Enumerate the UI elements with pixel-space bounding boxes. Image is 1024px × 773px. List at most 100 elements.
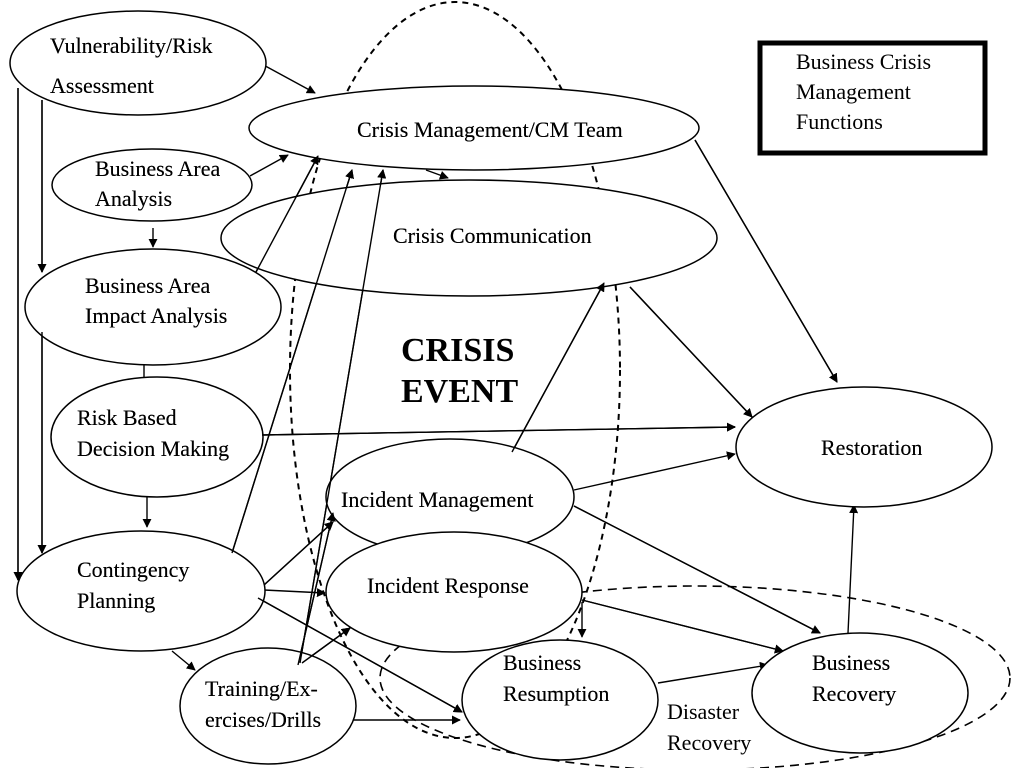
- node-crisis-communication: Crisis Communication: [220, 179, 718, 297]
- node-vulnerability-label-line-2-top: Assessment: [50, 73, 154, 98]
- legend: Business Crisis Management Functions: [757, 40, 988, 156]
- edge-incident-management-to-restoration: [573, 451, 736, 491]
- legend-box: [757, 40, 988, 156]
- node-restoration-shape: [735, 386, 993, 508]
- node-restoration-label-line-1: Restoration: [821, 435, 922, 460]
- edge-overlay-contingency-to-business-resumption: [257, 597, 463, 713]
- node-business-resumption-label-line-1: Business: [503, 650, 581, 675]
- edge-overlay-incident-management-to-crisis-communication: [511, 282, 605, 453]
- node-incident-response-shape: [325, 531, 583, 653]
- node-training-label-line-1: Training/Ex-: [205, 676, 318, 701]
- node-vulnerability-shape: [9, 10, 267, 116]
- edge-cm-team-to-crisis-communication: [425, 169, 449, 180]
- node-vulnerability-label-line-1: Vulnerability/Risk: [50, 33, 212, 58]
- node-vulnerability-label-line-2: Assessment: [50, 73, 154, 98]
- edge-vulnerability-to-cm-team: [257, 61, 316, 94]
- node-impact-analysis-label-line-2-top: Impact Analysis: [85, 303, 227, 328]
- node-business-resumption-label-line-2-top: Resumption: [503, 681, 609, 706]
- edge-overlay-impact-analysis-to-cm-team: [255, 155, 319, 273]
- node-training-label-line-2: ercises/Drills: [205, 707, 321, 732]
- node-contingency-label-line-2-top: Planning: [77, 588, 155, 613]
- node-incident-response-label-line-1: Incident Response: [367, 573, 529, 598]
- node-risk-decision-label-line-1: Risk Based: [77, 405, 177, 430]
- disaster-recovery-label: Disaster Recovery: [667, 699, 751, 755]
- crisis-event-label-line-1: CRISIS: [401, 332, 514, 369]
- disaster-recovery-region: [379, 585, 1011, 771]
- edge-overlay-cm-team-to-restoration: [694, 139, 838, 383]
- node-risk-decision-label-line-2: Decision Making: [77, 436, 229, 461]
- node-contingency-label-line-1-top: Contingency: [77, 557, 189, 582]
- node-risk-decision-shape: [50, 376, 264, 498]
- node-incident-response: Incident Response: [325, 531, 583, 653]
- node-crisis-communication-label-line-1-top: Crisis Communication: [393, 223, 592, 248]
- node-contingency-shape: [16, 530, 266, 652]
- node-business-area-analysis-shape: [51, 148, 253, 222]
- node-business-recovery-label-line-1-top: Business: [812, 650, 890, 675]
- edge-overlay-training-to-incident-management: [297, 512, 336, 666]
- node-restoration-label-line-1-top: Restoration: [821, 435, 922, 460]
- edge-overlay-contingency-to-cm-team: [231, 169, 354, 554]
- node-crisis-communication-label-line-1: Crisis Communication: [393, 223, 592, 248]
- edge-business-recovery-to-restoration: [847, 504, 859, 634]
- node-cm-team-label-line-1: Crisis Management/CM Team: [357, 117, 623, 142]
- node-restoration: Restoration: [735, 386, 993, 508]
- node-impact-analysis-label-line-1-top: Business Area: [85, 273, 211, 298]
- edge-overlay-crisis-communication-to-restoration: [629, 286, 753, 418]
- disaster-recovery-label-line-1: Disaster: [667, 699, 740, 724]
- node-cm-team-label-line-1-top: Crisis Management/CM Team: [357, 117, 623, 142]
- node-incident-management: Incident Management: [325, 438, 575, 556]
- edge-contingency-to-training: [171, 650, 196, 671]
- node-incident-management-label-line-1: Incident Management: [341, 487, 533, 512]
- node-incident-management-label-line-1-top: Incident Management: [341, 487, 533, 512]
- legend-line-1: Business Crisis: [796, 49, 931, 74]
- node-impact-analysis-label-line-2: Impact Analysis: [85, 303, 227, 328]
- node-risk-decision-label-line-1-top: Risk Based: [77, 405, 177, 430]
- node-contingency-label-line-2: Planning: [77, 588, 155, 613]
- legend-line-2: Management: [796, 79, 911, 104]
- node-business-resumption-label-line-2: Resumption: [503, 681, 609, 706]
- node-business-recovery-label-line-2-top: Recovery: [812, 681, 896, 706]
- node-training-label-line-1-top: Training/Ex-: [205, 676, 318, 701]
- node-vulnerability-label-line-1-top: Vulnerability/Risk: [50, 33, 212, 58]
- node-training: Training/Ex-ercises/Drills: [179, 647, 357, 765]
- edge-overlay-contingency-to-incident-management: [263, 521, 334, 586]
- disaster-recovery-label-line-2: Recovery: [667, 730, 751, 755]
- node-business-recovery-label-line-1: Business: [812, 650, 890, 675]
- crisis-event-label: CRISIS EVENT: [401, 332, 518, 410]
- node-cm-team: Crisis Management/CM Team: [248, 85, 700, 171]
- node-business-area-analysis-label-line-1-top: Business Area: [95, 156, 221, 181]
- edge-business-resumption-to-business-recovery: [657, 661, 769, 684]
- node-business-area-analysis-label-line-1: Business Area: [95, 156, 221, 181]
- edge-overlay-incident-management-to-business-recovery: [573, 505, 821, 634]
- edge-business-area-analysis-to-cm-team: [249, 154, 289, 177]
- edge-overlay-risk-decision-to-restoration: [261, 422, 736, 436]
- node-business-resumption-shape: [461, 639, 659, 761]
- node-training-label-line-2-top: ercises/Drills: [205, 707, 321, 732]
- node-impact-analysis-label-line-1: Business Area: [85, 273, 211, 298]
- node-training-shape: [179, 647, 357, 765]
- node-risk-decision-label-line-2-top: Decision Making: [77, 436, 229, 461]
- node-business-area-analysis-label-line-2-top: Analysis: [95, 186, 172, 211]
- node-crisis-communication-shape: [220, 179, 718, 297]
- edge-overlay-incident-response-to-business-recovery: [581, 599, 784, 654]
- legend-line-3: Functions: [796, 109, 883, 134]
- node-business-area-analysis-label-line-2: Analysis: [95, 186, 172, 211]
- node-business-recovery-shape: [751, 632, 969, 754]
- edge-overlay-training-to-incident-response: [301, 627, 351, 664]
- node-business-resumption-label-line-1-top: Business: [503, 650, 581, 675]
- edge-overlay-training-to-cm-team: [299, 169, 387, 664]
- node-cm-team-shape: [248, 85, 700, 171]
- crisis-event-label-line-2: EVENT: [401, 373, 518, 410]
- node-business-recovery-label-line-2: Recovery: [812, 681, 896, 706]
